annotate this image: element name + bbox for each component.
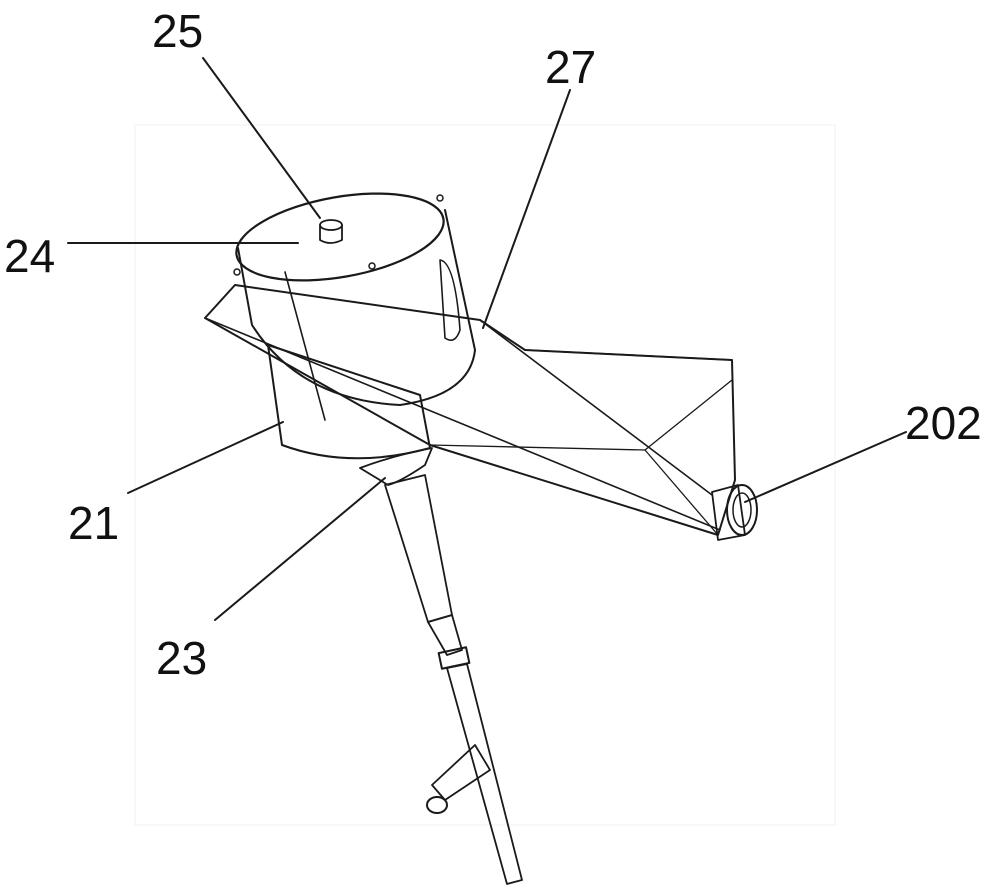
leader-lines bbox=[67, 57, 907, 621]
ref-label-202: 202 bbox=[905, 397, 982, 449]
ref-label-25: 25 bbox=[152, 5, 204, 57]
downpipe bbox=[359, 447, 523, 885]
drawing-frame bbox=[134, 124, 836, 826]
knob bbox=[319, 219, 343, 244]
leader-23 bbox=[214, 477, 386, 621]
branch-outlet bbox=[426, 796, 448, 814]
pipe-coupling bbox=[437, 646, 471, 670]
lid bbox=[233, 192, 445, 282]
leader-25 bbox=[202, 57, 321, 219]
ref-label-23: 23 bbox=[156, 632, 208, 684]
leader-202 bbox=[744, 431, 907, 503]
leader-27 bbox=[482, 89, 571, 329]
leader-21 bbox=[127, 421, 284, 494]
ref-label-24: 24 bbox=[4, 230, 56, 282]
ref-label-27: 27 bbox=[545, 41, 597, 93]
cylinder-body bbox=[237, 209, 476, 421]
lower-body bbox=[267, 344, 431, 460]
outlet-ring bbox=[711, 484, 758, 541]
ref-label-21: 21 bbox=[68, 497, 120, 549]
